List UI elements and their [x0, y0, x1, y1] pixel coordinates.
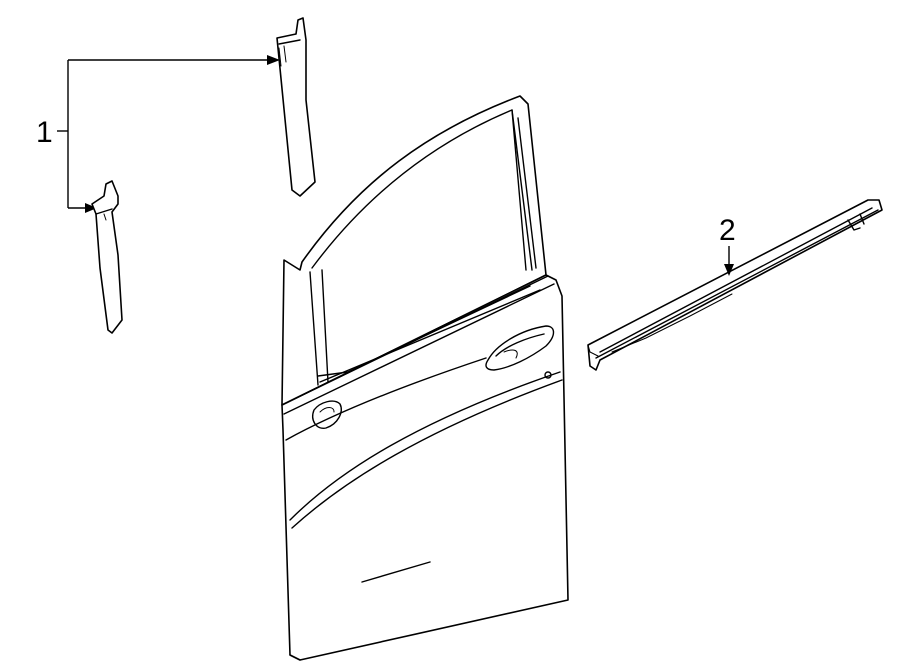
callout-1-label: 1	[36, 116, 53, 149]
callout-2-leader	[724, 246, 734, 276]
pillar-applique-upper[interactable]	[276, 17, 316, 197]
belt-weatherstrip[interactable]	[587, 199, 883, 371]
callout-1-leader	[57, 55, 280, 213]
callout-2-label: 2	[719, 214, 736, 247]
front-door-panel[interactable]	[281, 95, 569, 661]
pillar-applique-lower[interactable]	[91, 180, 123, 334]
